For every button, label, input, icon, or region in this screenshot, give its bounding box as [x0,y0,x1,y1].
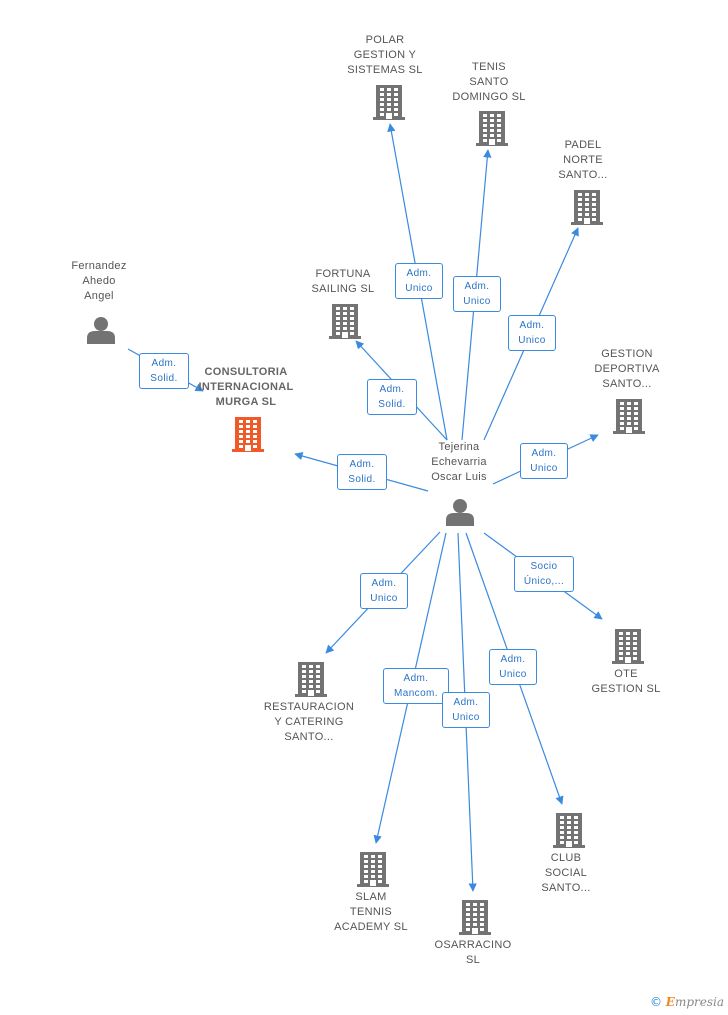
node-label-tenis[interactable]: TENIS SANTO DOMINGO SL [452,61,526,103]
building-icon-polar[interactable] [373,85,405,120]
building-icon-ote[interactable] [612,629,644,664]
relation-label-padel[interactable]: Adm. Unico [508,315,556,351]
node-label-consultoria[interactable]: CONSULTORIA INTERNACIONAL MURGA SL [198,366,294,408]
relation-label-ote[interactable]: Socio Único,... [514,556,574,592]
relation-label-tenis[interactable]: Adm. Unico [453,276,501,312]
copyright-icon: © [649,995,662,1009]
relation-label-osarracino[interactable]: Adm. Unico [442,692,490,728]
node-label-slam[interactable]: SLAM TENNIS ACADEMY SL [334,891,408,933]
building-icon-gestion[interactable] [613,399,645,434]
brand-initial: E [665,995,675,1009]
building-icon-club[interactable] [553,813,585,848]
node-label-gestion[interactable]: GESTION DEPORTIVA SANTO... [594,348,660,390]
building-icon-tenis[interactable] [476,111,508,146]
relation-label-consultoria[interactable]: Adm. Solid. [139,353,189,389]
edges [127,123,603,892]
node-label-ote[interactable]: OTE GESTION SL [591,668,661,695]
relation-label-polar[interactable]: Adm. Unico [395,263,443,299]
node-label-padel[interactable]: PADEL NORTE SANTO... [558,139,608,181]
brand-name: mpresia [674,995,724,1009]
person-icon-tejerina[interactable] [446,499,474,526]
node-label-polar[interactable]: POLAR GESTION Y SISTEMAS SL [347,34,423,76]
building-icon-restauracion[interactable] [295,662,327,697]
relation-label-slam[interactable]: Adm. Mancom. [383,668,449,704]
brand-logo[interactable]: © Empresia [650,995,724,1009]
building-icon-consultoria[interactable] [232,417,264,452]
relation-label-fortuna[interactable]: Adm. Solid. [367,379,417,415]
node-label-fernandez[interactable]: Fernandez Ahedo Angel [71,260,127,302]
node-label-restauracion[interactable]: RESTAURACION Y CATERING SANTO... [263,701,355,743]
person-icon-fernandez[interactable] [87,317,115,344]
building-icon-padel[interactable] [571,190,603,225]
icons [87,85,645,935]
relation-label-consultoria[interactable]: Adm. Solid. [337,454,387,490]
relation-label-gestion[interactable]: Adm. Unico [520,443,568,479]
building-icon-fortuna[interactable] [329,304,361,339]
node-label-club[interactable]: CLUB SOCIAL SANTO... [541,852,591,894]
node-label-tejerina[interactable]: Tejerina Echevarria Oscar Luis [431,441,487,483]
node-label-osarracino[interactable]: OSARRACINO SL [434,939,512,966]
building-icon-osarracino[interactable] [459,900,491,935]
relation-label-club[interactable]: Adm. Unico [489,649,537,685]
building-icon-slam[interactable] [357,852,389,887]
node-label-fortuna[interactable]: FORTUNA SAILING SL [311,268,375,295]
relation-label-restauracion[interactable]: Adm. Unico [360,573,408,609]
